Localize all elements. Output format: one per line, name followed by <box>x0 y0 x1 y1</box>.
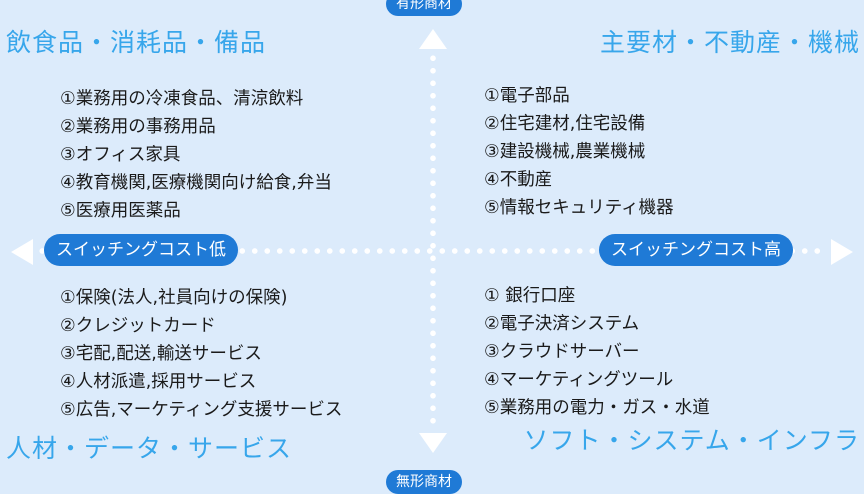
quadrant-list-top-right: ①電子部品 ②住宅建材,住宅設備 ③建設機械,農業機械 ④不動産 ⑤情報セキュリ… <box>484 82 674 222</box>
arrow-right-icon <box>831 239 853 265</box>
list-item: ⑤業務用の電力・ガス・水道 <box>484 398 710 418</box>
list-item: ③宅配,配送,輸送サービス <box>60 344 262 364</box>
list-item: ⑤医療用医薬品 <box>60 201 181 221</box>
list-item: ③建設機械,農業機械 <box>484 142 646 162</box>
quadrant-title-bottom-right: ソフト・システム・インフラ <box>523 426 860 455</box>
list-item: ③クラウドサーバー <box>484 342 640 362</box>
arrow-left-icon <box>11 239 33 265</box>
list-item: ④マーケティングツール <box>484 370 674 390</box>
quadrant-title-top-right: 主要材・不動産・機械 <box>599 28 860 57</box>
quadrant-list-bottom-right: ① 銀行口座 ②電子決済システム ③クラウドサーバー ④マーケティングツール ⑤… <box>484 282 710 422</box>
list-item: ⑤広告,マーケティング支援サービス <box>60 400 343 420</box>
quadrant-title-bottom-left: 人材・データ・サービス <box>6 434 293 463</box>
quadrant-list-top-left: ①業務用の冷凍食品、清涼飲料 ②業務用の事務用品 ③オフィス家具 ④教育機関,医… <box>60 85 332 225</box>
list-item: ① 銀行口座 <box>484 286 576 306</box>
arrow-up-icon <box>419 29 447 49</box>
axis-label-left: スイッチングコスト低 <box>44 234 238 266</box>
quadrant-title-top-left: 飲食品・消耗品・備品 <box>6 28 267 57</box>
axis-label-top: 有形商材 <box>386 0 462 16</box>
list-item: ③オフィス家具 <box>60 145 181 165</box>
list-item: ①電子部品 <box>484 86 570 106</box>
list-item: ④教育機関,医療機関向け給食,弁当 <box>60 173 332 193</box>
list-item: ②業務用の事務用品 <box>60 117 216 137</box>
list-item: ①業務用の冷凍食品、清涼飲料 <box>60 89 304 109</box>
horizontal-axis <box>36 248 826 254</box>
arrow-down-icon <box>419 433 447 453</box>
list-item: ②住宅建材,住宅設備 <box>484 114 646 134</box>
axis-label-bottom: 無形商材 <box>386 470 462 494</box>
list-item: ②電子決済システム <box>484 314 640 334</box>
quadrant-list-bottom-left: ①保険(法人,社員向けの保険) ②クレジットカード ③宅配,配送,輸送サービス … <box>60 284 342 424</box>
list-item: ①保険(法人,社員向けの保険) <box>60 288 288 308</box>
vertical-axis <box>430 52 436 428</box>
list-item: ④不動産 <box>484 170 553 190</box>
list-item: ④人材派遣,採用サービス <box>60 372 257 392</box>
list-item: ⑤情報セキュリティ機器 <box>484 198 674 218</box>
list-item: ②クレジットカード <box>60 316 216 336</box>
axis-label-right: スイッチングコスト高 <box>599 234 793 266</box>
